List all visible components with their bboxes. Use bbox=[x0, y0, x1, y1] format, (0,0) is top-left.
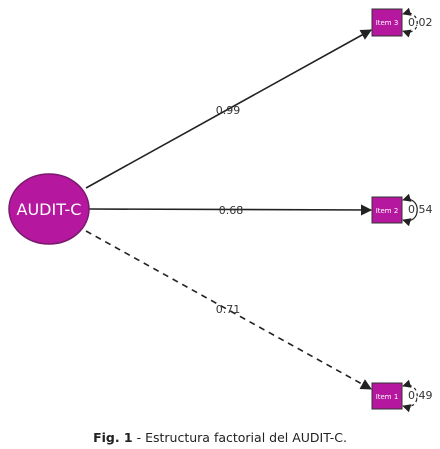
item1-residual-arc bbox=[402, 379, 418, 413]
item2-residual-arc bbox=[402, 193, 418, 227]
item2-box bbox=[371, 196, 403, 224]
loading-label-item3: 0.99 bbox=[216, 104, 241, 117]
edge-item2 bbox=[88, 204, 373, 216]
figure-caption-text: - Estructura factorial del AUDIT-C. bbox=[132, 430, 347, 445]
item3-residual: 0.02 bbox=[408, 16, 433, 29]
edge-item3 bbox=[85, 29, 372, 189]
loading-label-item1: 0.71 bbox=[216, 303, 241, 316]
item1-label: Item 1 bbox=[376, 393, 399, 401]
figure-caption: Fig. 1 - Estructura factorial del AUDIT-… bbox=[0, 430, 440, 445]
item2-label: Item 2 bbox=[376, 207, 399, 215]
item2-residual: 0.54 bbox=[408, 203, 433, 216]
loading-label-item2: 0.68 bbox=[219, 204, 244, 217]
item3-box bbox=[371, 8, 403, 37]
figure-caption-prefix: Fig. 1 bbox=[93, 430, 133, 445]
latent-node-ellipse bbox=[8, 173, 90, 245]
path-diagram: 0.99 0.68 0.71 AUDIT-C Item 3 0.02 Item … bbox=[8, 7, 433, 413]
item3-label: Item 3 bbox=[376, 19, 399, 27]
item1-residual: 0.49 bbox=[408, 389, 433, 402]
item1-box bbox=[371, 382, 403, 410]
latent-node-label: AUDIT-C bbox=[17, 200, 82, 219]
item3-residual-arc bbox=[402, 7, 418, 38]
